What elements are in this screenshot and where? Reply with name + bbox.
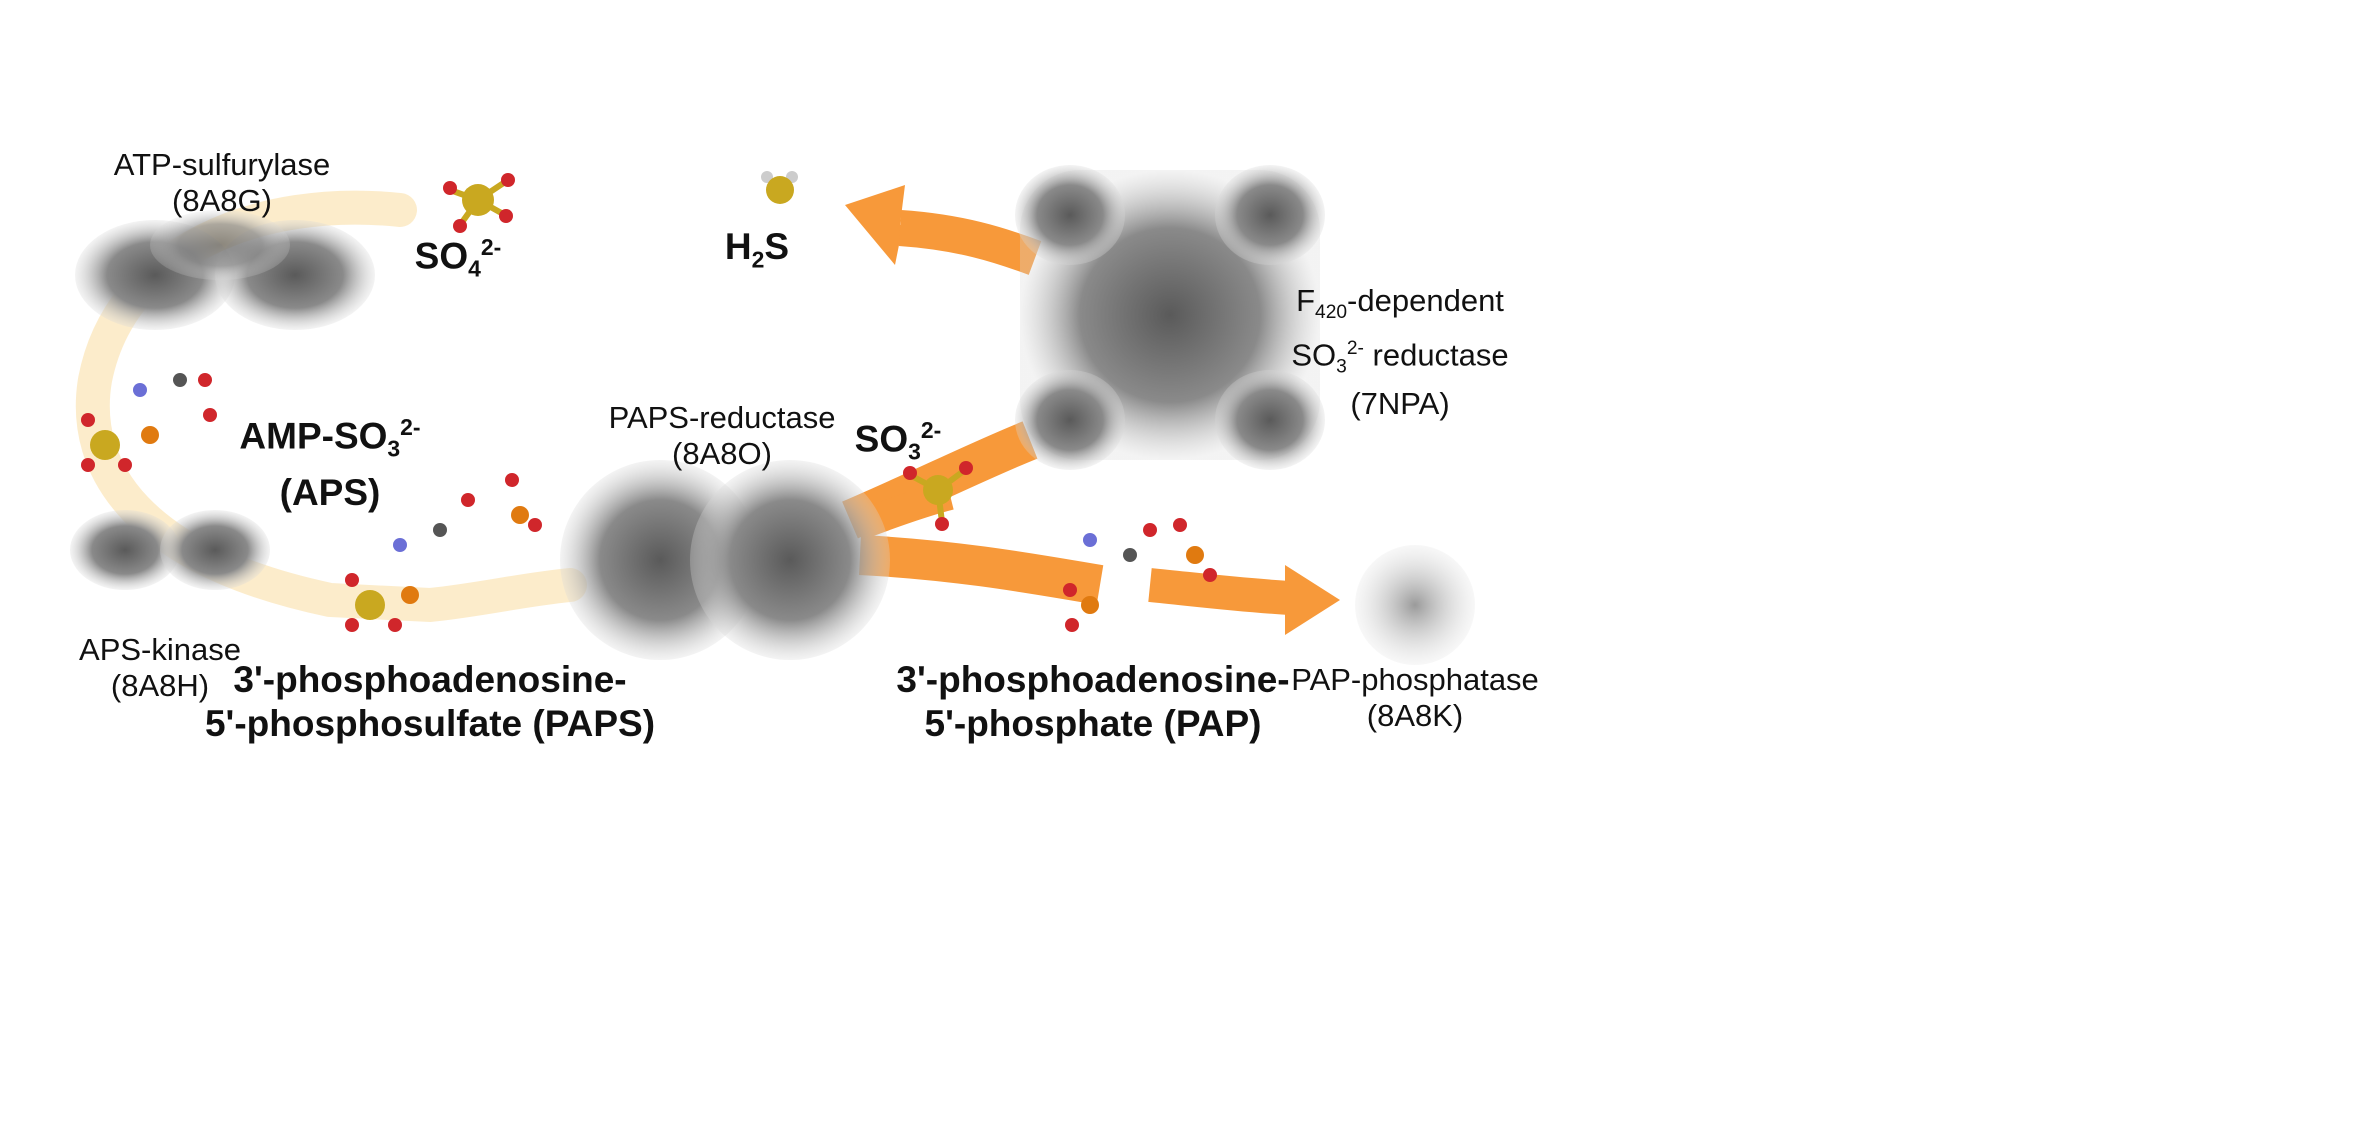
pap-label: 3'-phosphoadenosine- 5'-phosphate (PAP) [896,659,1290,744]
pdb-id: (8A8G) [172,183,272,218]
enzyme-name-line2: SO32- reductase [1291,337,1509,378]
molecule-sulfite [903,461,973,531]
enzyme-name: APS-kinase [79,632,241,667]
molecule-h2s [761,171,798,204]
aps-label: AMP-SO32- (APS) [239,414,421,513]
paps-label: 3'-phosphoadenosine- 5'-phosphosulfate (… [204,659,656,744]
arrow-to-pap-phosphatase-body [1148,568,1292,615]
aps-kinase-label: APS-kinase (8A8H) [79,632,241,704]
arrow-to-pap-phosphatase-head [1285,565,1340,635]
molecule-aps [81,373,217,472]
pdb-id: (8A8O) [672,436,772,471]
pdb-id: (8A8K) [1366,698,1464,733]
aps-abbreviation: (APS) [279,471,381,513]
pdb-id: (8A8H) [110,668,210,703]
pdb-id: (7NPA) [1350,385,1450,421]
h2s-label: H2S [724,226,790,273]
enzyme-name: F420-dependent [1296,283,1504,324]
pap-phosphatase-label: PAP-phosphatase (8A8K) [1291,662,1539,734]
enzyme-name: PAPS-reductase [608,400,836,435]
arrow-to-h2s-body [898,210,1042,275]
protein-atp-sulfurylase [75,210,375,330]
atp-sulfurylase-label: ATP-sulfurylase (8A8G) [114,147,331,219]
protein-sulfite-reductase [1015,165,1325,470]
arrow-to-pap [858,535,1104,605]
protein-aps-kinase [70,510,270,590]
enzyme-name: ATP-sulfurylase [113,147,331,182]
protein-paps-reductase [560,460,890,660]
sulfite-label: SO32- [854,417,942,465]
enzyme-name: PAP-phosphatase [1291,662,1539,697]
sulfate-label: SO42- [414,234,502,282]
sulfite-reductase-label: F420-dependent SO32- reductase (7NPA) [1291,283,1508,422]
paps-reductase-label: PAPS-reductase (8A8O) [609,400,836,472]
molecule-sulfate [443,173,515,233]
molecule-pap [1063,518,1217,632]
protein-pap-phosphatase [1355,545,1475,665]
molecule-paps [345,473,542,632]
